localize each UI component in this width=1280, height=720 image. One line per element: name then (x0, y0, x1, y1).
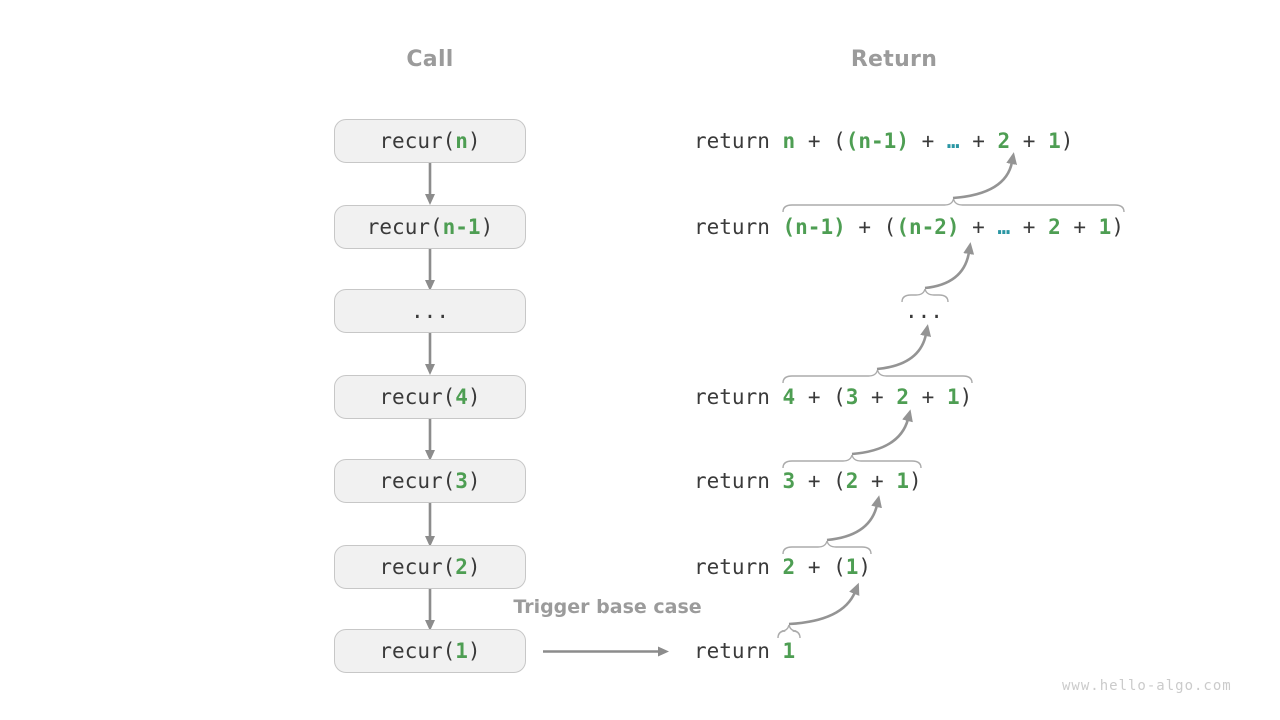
code-token: 1 (455, 639, 468, 663)
call-box-label: recur(4) (379, 385, 480, 409)
call-box-recur-1: recur(1) (334, 629, 526, 673)
code-token: recur( (379, 639, 456, 663)
code-token: 4 (455, 385, 468, 409)
code-token: 3 (845, 385, 859, 409)
code-token: ) (1060, 129, 1074, 153)
code-token: ... (411, 299, 449, 323)
call-box-recur-n-1: recur(n-1) (334, 205, 526, 249)
code-token: n-1 (442, 215, 481, 239)
call-box-recur-n: recur(n) (334, 119, 526, 163)
code-token: n (455, 129, 468, 153)
curved-return-arrow-icon (788, 582, 860, 626)
overbrace-icon (782, 198, 1125, 213)
code-token: + (858, 469, 897, 493)
code-token: ) (467, 469, 481, 493)
code-token: 1 (1048, 129, 1061, 153)
code-token: 2 (1048, 215, 1061, 239)
call-box-ellipsis: ... (334, 289, 526, 333)
code-token: 1 (782, 639, 796, 663)
code-token: + (858, 385, 897, 409)
curved-return-arrow-icon (851, 409, 913, 456)
code-token: + (909, 385, 947, 409)
call-box-label: recur(2) (379, 555, 480, 579)
overbrace-icon (782, 369, 973, 384)
code-token: + ( (795, 469, 846, 493)
code-token: ) (959, 385, 973, 409)
code-token: + ( (845, 215, 897, 239)
code-token: + (959, 215, 998, 239)
code-token: ... (905, 299, 943, 323)
curved-return-arrow-icon (826, 495, 882, 542)
code-token: recur( (379, 469, 456, 493)
return-expression-1: return 1 (694, 637, 795, 665)
code-token: + (1010, 129, 1049, 153)
curved-return-arrow-icon (952, 152, 1018, 200)
code-token: … (997, 215, 1011, 239)
code-token: n (782, 129, 796, 153)
curved-return-arrow-icon (876, 324, 932, 371)
call-box-label: recur(n) (379, 129, 480, 153)
code-token: + ( (795, 129, 846, 153)
call-box-label: recur(1) (379, 639, 480, 663)
code-token: recur( (366, 215, 443, 239)
code-token: + ( (795, 555, 846, 579)
code-token: ) (467, 555, 481, 579)
call-box-recur-2: recur(2) (334, 545, 526, 589)
code-token: ) (467, 639, 481, 663)
code-token: + ( (795, 385, 846, 409)
code-token: 1 (1098, 215, 1112, 239)
watermark-url: www.hello-algo.com (1062, 678, 1232, 694)
code-token: recur( (379, 385, 456, 409)
code-token: return (694, 215, 783, 239)
code-token: (n-2) (896, 215, 960, 239)
code-token: 3 (782, 469, 796, 493)
code-token: return (694, 555, 783, 579)
code-token: 2 (845, 469, 859, 493)
code-token: ) (1111, 215, 1124, 239)
code-token: ) (467, 385, 481, 409)
code-token: 3 (455, 469, 468, 493)
return-expression-ellipsis: ... (905, 297, 943, 325)
call-box-label: recur(3) (379, 469, 480, 493)
return-expression-n: return n + ((n-1) + … + 2 + 1) (694, 127, 1073, 155)
call-box-recur-4: recur(4) (334, 375, 526, 419)
code-token: 1 (946, 385, 960, 409)
code-token: ) (858, 555, 872, 579)
code-token: … (946, 129, 960, 153)
call-box-recur-3: recur(3) (334, 459, 526, 503)
code-token: 2 (455, 555, 468, 579)
code-token: + (908, 129, 947, 153)
code-token: return (694, 469, 783, 493)
code-token: 4 (782, 385, 796, 409)
code-token: (n-1) (782, 215, 846, 239)
code-token: + (959, 129, 998, 153)
code-token: ) (909, 469, 922, 493)
return-expression-2: return 2 + (1) (694, 553, 871, 581)
code-token: 2 (782, 555, 796, 579)
code-token: recur( (379, 129, 456, 153)
call-column-header: Call (406, 47, 454, 72)
code-token: recur( (379, 555, 456, 579)
call-box-label: ... (411, 299, 449, 323)
code-token: (n-1) (845, 129, 909, 153)
code-token: + (1010, 215, 1049, 239)
code-token: 1 (845, 555, 859, 579)
code-token: 2 (997, 129, 1011, 153)
call-box-label: recur(n-1) (367, 215, 493, 239)
code-token: return (694, 639, 783, 663)
code-token: 2 (896, 385, 909, 409)
code-token: + (1060, 215, 1099, 239)
return-expression-n-1: return (n-1) + ((n-2) + … + 2 + 1) (694, 213, 1124, 241)
curved-return-arrow-icon (924, 242, 975, 290)
return-expression-4: return 4 + (3 + 2 + 1) (694, 383, 972, 411)
trigger-base-case-label: Trigger base case (513, 596, 702, 618)
code-token: ) (480, 215, 494, 239)
code-token: 1 (896, 469, 909, 493)
code-token: ) (467, 129, 481, 153)
code-token: return (694, 129, 783, 153)
return-expression-3: return 3 + (2 + 1) (694, 467, 922, 495)
code-token: return (694, 385, 783, 409)
return-column-header: Return (850, 47, 938, 72)
